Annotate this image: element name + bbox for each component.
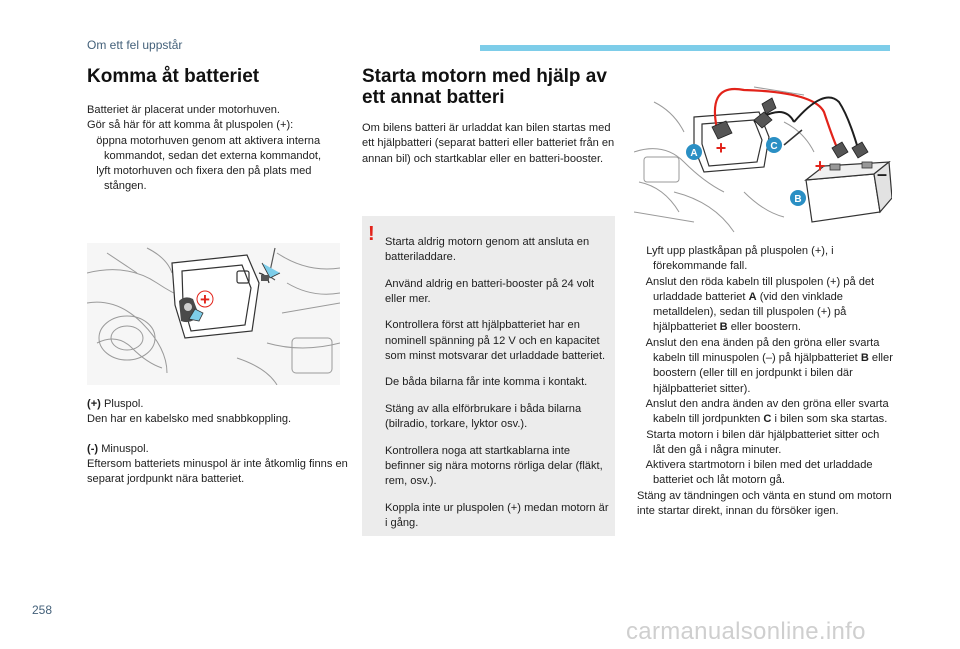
minus-terminal-text: (-) Minuspol.Eftersom batteriets minuspo…	[87, 442, 348, 486]
battery-bullet-1: öppna motorhuven genom att aktivera inte…	[96, 134, 322, 162]
plus-terminal-text: (+) Pluspol.Den har en kabelsko med snab…	[87, 398, 292, 426]
diagram-label-b: B	[794, 194, 801, 205]
warning-text: Starta aldrig motorn genom att ansluta e…	[385, 224, 611, 542]
running-header: Om ett fel uppstår	[87, 38, 183, 52]
battery-intro-1: Batteriet är placerat under motorhuven.	[87, 104, 281, 116]
step-2: Anslut den röda kabeln till pluspolen (+…	[645, 275, 875, 334]
battery-location-illustration: +	[87, 243, 340, 385]
step-3: Anslut den ena änden på den gröna eller …	[645, 336, 893, 395]
diagram-label-c: C	[770, 141, 777, 152]
step-5: Starta motorn i bilen där hjälpbatteriet…	[646, 428, 880, 456]
warning-line: De båda bilarna får inte komma i kontakt…	[385, 376, 588, 389]
warning-icon: !	[368, 223, 375, 245]
step-4: Anslut den andra änden av den gröna elle…	[645, 397, 889, 426]
battery-access-title: Komma åt batteriet	[87, 66, 260, 87]
watermark: carmanualsonline.info	[626, 618, 866, 645]
warning-line: Starta aldrig motorn genom att ansluta e…	[385, 236, 590, 264]
diagram-label-a: A	[690, 148, 697, 159]
header-accent-bar	[480, 45, 890, 51]
diagram-minus-sign: –	[877, 164, 887, 184]
warning-line: Använd aldrig en batteri-booster på 24 v…	[385, 277, 595, 306]
warning-line: Koppla inte ur pluspolen (+) medan motor…	[385, 501, 609, 529]
battery-access-section: Komma åt batteriet Batteriet är placerat…	[87, 66, 349, 195]
warning-box: ! Starta aldrig motorn genom att ansluta…	[362, 216, 615, 536]
diagram-plus-sign: +	[815, 156, 826, 176]
jump-start-steps: Lyft upp plastkåpan på pluspolen (+), i …	[637, 244, 893, 519]
jump-start-diagram: + – + A C B	[634, 82, 892, 242]
warning-line: Kontrollera först att hjälpbatteriet har…	[385, 319, 606, 363]
photo-plus-label: +	[200, 290, 210, 309]
jump-start-intro: Om bilens batteri är urladdat kan bilen …	[362, 122, 615, 165]
warning-line: Stäng av alla elförbrukare i båda bilarn…	[385, 402, 582, 431]
terminal-descriptions: (+) Pluspol.Den har en kabelsko med snab…	[87, 397, 349, 487]
closing-note: Stäng av tändningen och vänta en stund o…	[637, 489, 892, 518]
diagram-plus-sign-car: +	[716, 138, 727, 158]
battery-intro-2: Gör så här för att komma åt pluspolen (+…	[87, 119, 294, 132]
step-1: Lyft upp plastkåpan på pluspolen (+), i …	[646, 245, 834, 273]
warning-line: Kontrollera noga att startkablarna inte …	[385, 444, 603, 488]
battery-bullet-2: lyft motorhuven och fixera den på plats …	[96, 165, 312, 193]
page-number: 258	[32, 603, 53, 617]
step-6: Aktivera startmotorn i bilen med det url…	[645, 459, 873, 487]
